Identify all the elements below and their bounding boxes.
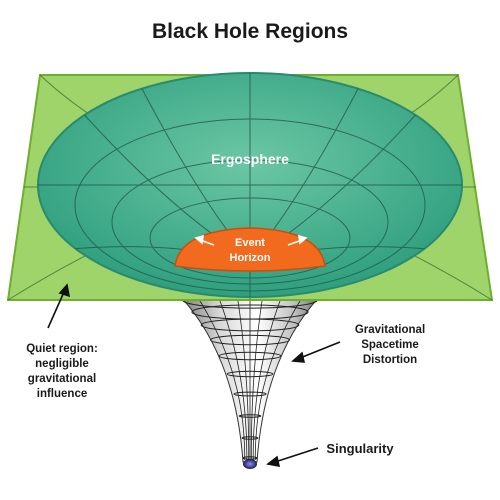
svg-text:Spacetime: Spacetime (361, 339, 419, 351)
event-horizon-label-line2: Horizon (230, 252, 271, 264)
quiet-region-label: Quiet region: negligible gravitational i… (26, 343, 98, 400)
distortion-arrow-head (291, 351, 306, 363)
funnel-meridian (250, 291, 264, 460)
funnel-meridian (254, 291, 307, 460)
singularity-label: Singularity (326, 441, 394, 456)
event-horizon-arrows (194, 234, 308, 246)
svg-text:negligible: negligible (35, 358, 89, 370)
funnel-throat (172, 289, 328, 463)
singularity-point (243, 459, 257, 469)
svg-text:gravitational: gravitational (28, 373, 96, 385)
svg-text:influence: influence (37, 388, 87, 400)
svg-text:Gravitational: Gravitational (355, 324, 425, 336)
funnel-meridian (216, 291, 248, 460)
diagram-title: Black Hole Regions (152, 20, 348, 43)
funnel-meridian (252, 291, 284, 460)
quiet-arrow-head (58, 283, 71, 298)
funnel-meridian (236, 291, 250, 460)
ergosphere-label: Ergosphere (211, 151, 289, 167)
funnel-meridian (193, 291, 246, 460)
singularity-arrow-head (266, 455, 281, 468)
svg-text:Distortion: Distortion (363, 354, 417, 366)
annotation-arrows (47, 283, 341, 468)
distortion-label: Gravitational Spacetime Distortion (355, 324, 425, 366)
svg-text:Quiet region:: Quiet region: (26, 343, 98, 355)
event-horizon-label-line1: Event (235, 237, 265, 249)
